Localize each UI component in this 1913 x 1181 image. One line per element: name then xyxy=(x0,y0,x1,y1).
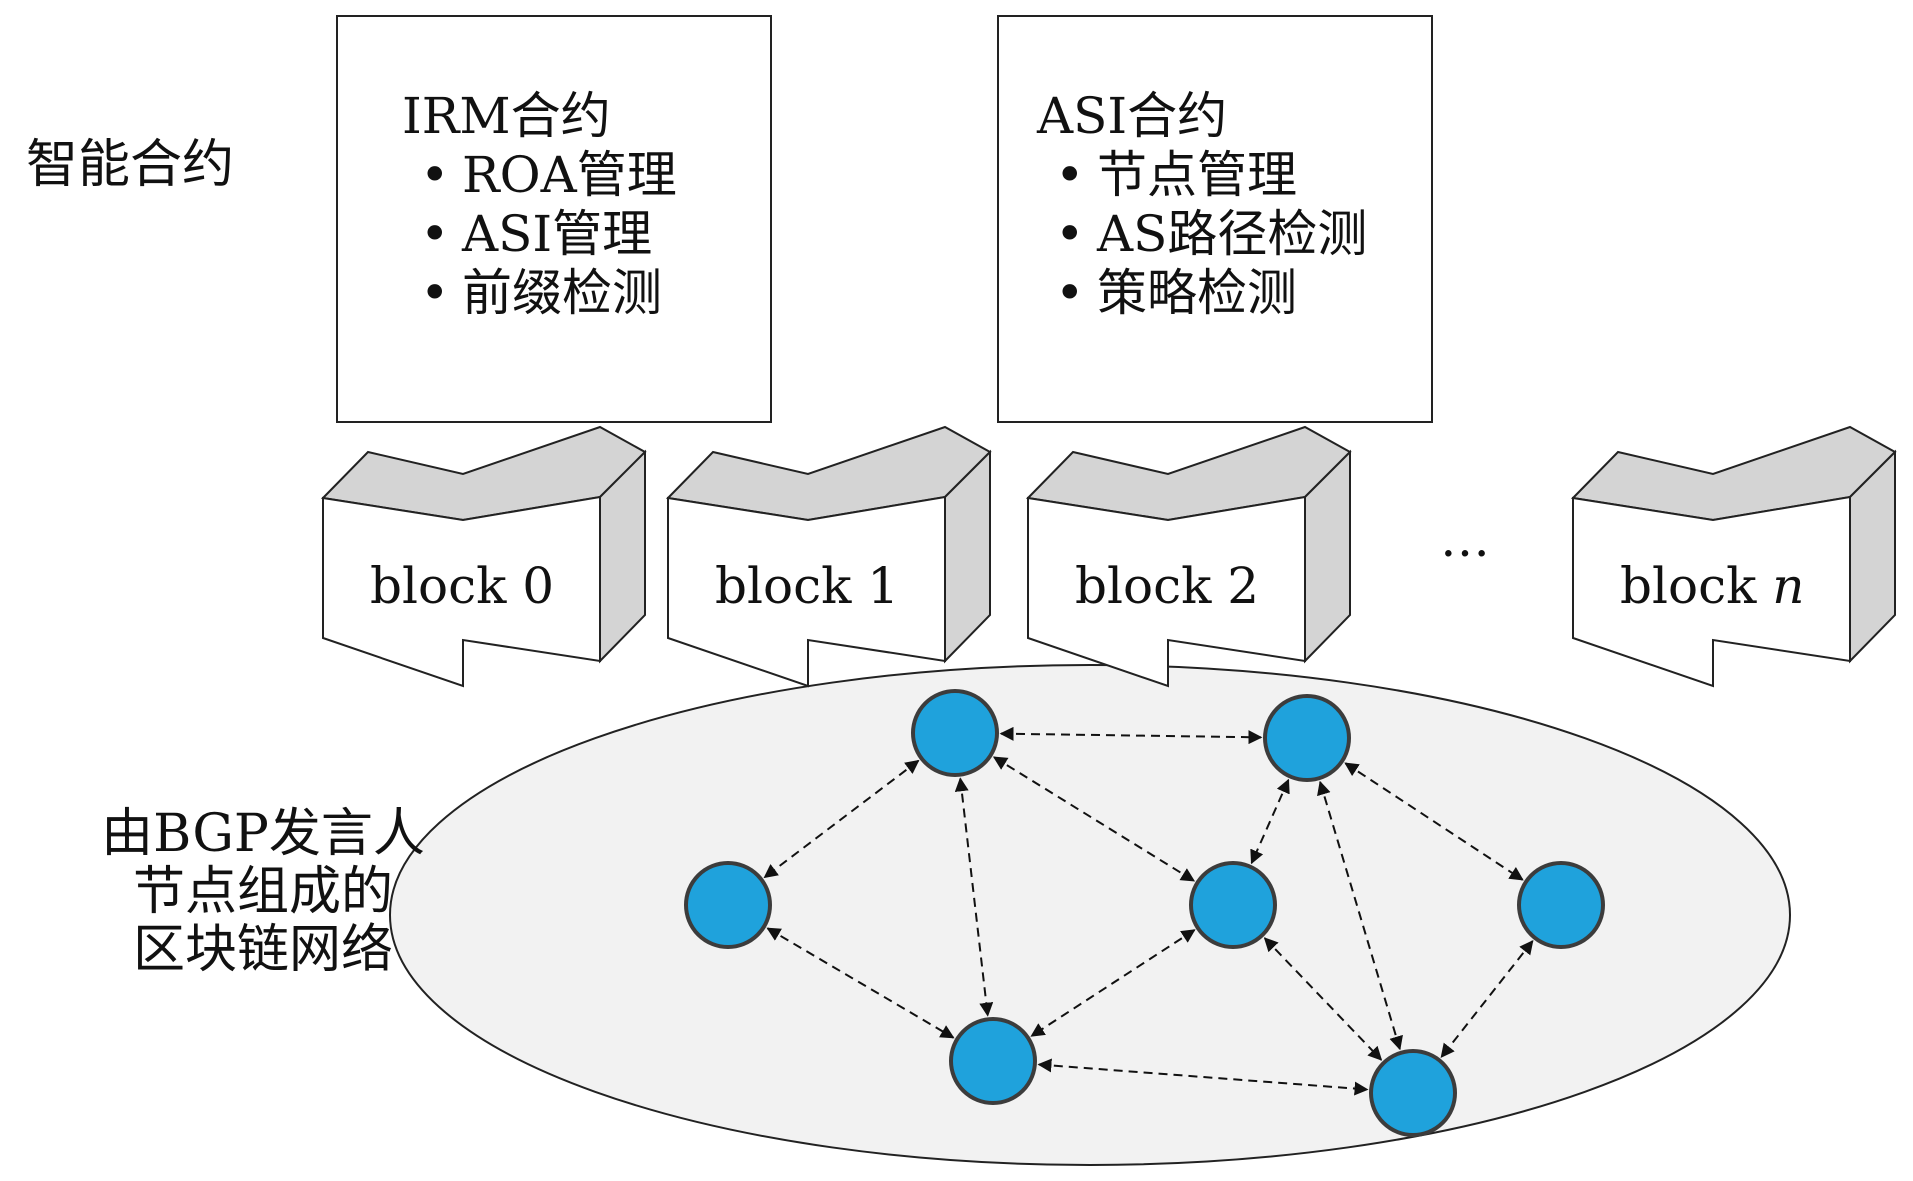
irm-item-asi: ASI管理 xyxy=(420,205,770,264)
edge-center-bottom-left xyxy=(1030,929,1196,1037)
network-edges xyxy=(763,726,1534,1096)
block-front-face xyxy=(667,495,946,688)
network-label-line1: 由BGP发言人 xyxy=(101,804,425,864)
irm-item-prefix: 前缀检测 xyxy=(420,264,770,323)
edge-top-left-top-right xyxy=(999,726,1263,745)
block-index: 0 xyxy=(522,557,554,615)
blockchain-network-label: 由BGP发言人 节点组成的 区块链网络 xyxy=(78,805,448,979)
block-word: block xyxy=(715,557,867,615)
blocks-ellipsis: … xyxy=(1440,510,1490,568)
irm-contract-title: IRM合约 xyxy=(402,87,611,145)
edge-top-right-center xyxy=(1250,778,1290,865)
bgp-node-bottom-left xyxy=(949,1017,1037,1105)
network-label-line2: 节点组成的 xyxy=(132,862,393,922)
block-word: block xyxy=(1620,557,1772,615)
block-index: n xyxy=(1772,557,1804,615)
bgp-node-top-left xyxy=(911,689,999,777)
block-1: block 1 xyxy=(665,425,992,688)
asi-item-node: 节点管理 xyxy=(1055,146,1431,205)
asi-item-aspath: AS路径检测 xyxy=(1055,205,1431,264)
edge-top-left-bottom-left xyxy=(954,777,994,1017)
block-label: block 2 xyxy=(1075,557,1259,615)
asi-contract-title: ASI合约 xyxy=(1037,87,1228,145)
asi-item-policy: 策略检测 xyxy=(1055,264,1431,323)
edge-left-bottom-left xyxy=(766,927,955,1039)
block-front-face xyxy=(322,495,601,688)
network-label-line3: 区块链网络 xyxy=(132,920,393,980)
bgp-node-top-right xyxy=(1263,694,1351,782)
block-3: block n xyxy=(1570,425,1897,688)
edge-bottom-left-bottom-right xyxy=(1037,1058,1369,1096)
bgp-node-right xyxy=(1517,861,1605,949)
edge-center-bottom-right xyxy=(1263,937,1383,1061)
bgp-node-bottom-right xyxy=(1369,1049,1457,1137)
block-2: block 2 xyxy=(1025,425,1352,688)
block-front-face xyxy=(1572,495,1851,688)
smart-contracts-label: 智能合约 xyxy=(26,135,235,195)
block-word: block xyxy=(1075,557,1227,615)
edge-top-left-center xyxy=(992,756,1196,882)
asi-contract-box: ASI合约 节点管理 AS路径检测 策略检测 xyxy=(997,15,1433,423)
edge-top-left-left xyxy=(763,759,920,879)
edge-top-right-bottom-right xyxy=(1317,780,1403,1051)
block-index: 2 xyxy=(1227,557,1259,615)
block-front-face xyxy=(1027,495,1306,688)
block-label: block 0 xyxy=(370,557,554,615)
bgp-node-left xyxy=(684,861,772,949)
irm-item-roa: ROA管理 xyxy=(420,146,770,205)
block-0: block 0 xyxy=(320,425,647,688)
asi-contract-list: 节点管理 AS路径检测 策略检测 xyxy=(1037,146,1431,323)
irm-contract-list: ROA管理 ASI管理 前缀检测 xyxy=(402,146,770,323)
block-label: block 1 xyxy=(715,557,899,615)
irm-contract-box: IRM合约 ROA管理 ASI管理 前缀检测 xyxy=(336,15,772,423)
block-word: block xyxy=(370,557,522,615)
edge-right-bottom-right xyxy=(1440,940,1534,1058)
block-label: block n xyxy=(1620,557,1805,615)
network-nodes xyxy=(684,689,1605,1137)
bgp-node-center xyxy=(1189,861,1277,949)
block-index: 1 xyxy=(867,557,899,615)
